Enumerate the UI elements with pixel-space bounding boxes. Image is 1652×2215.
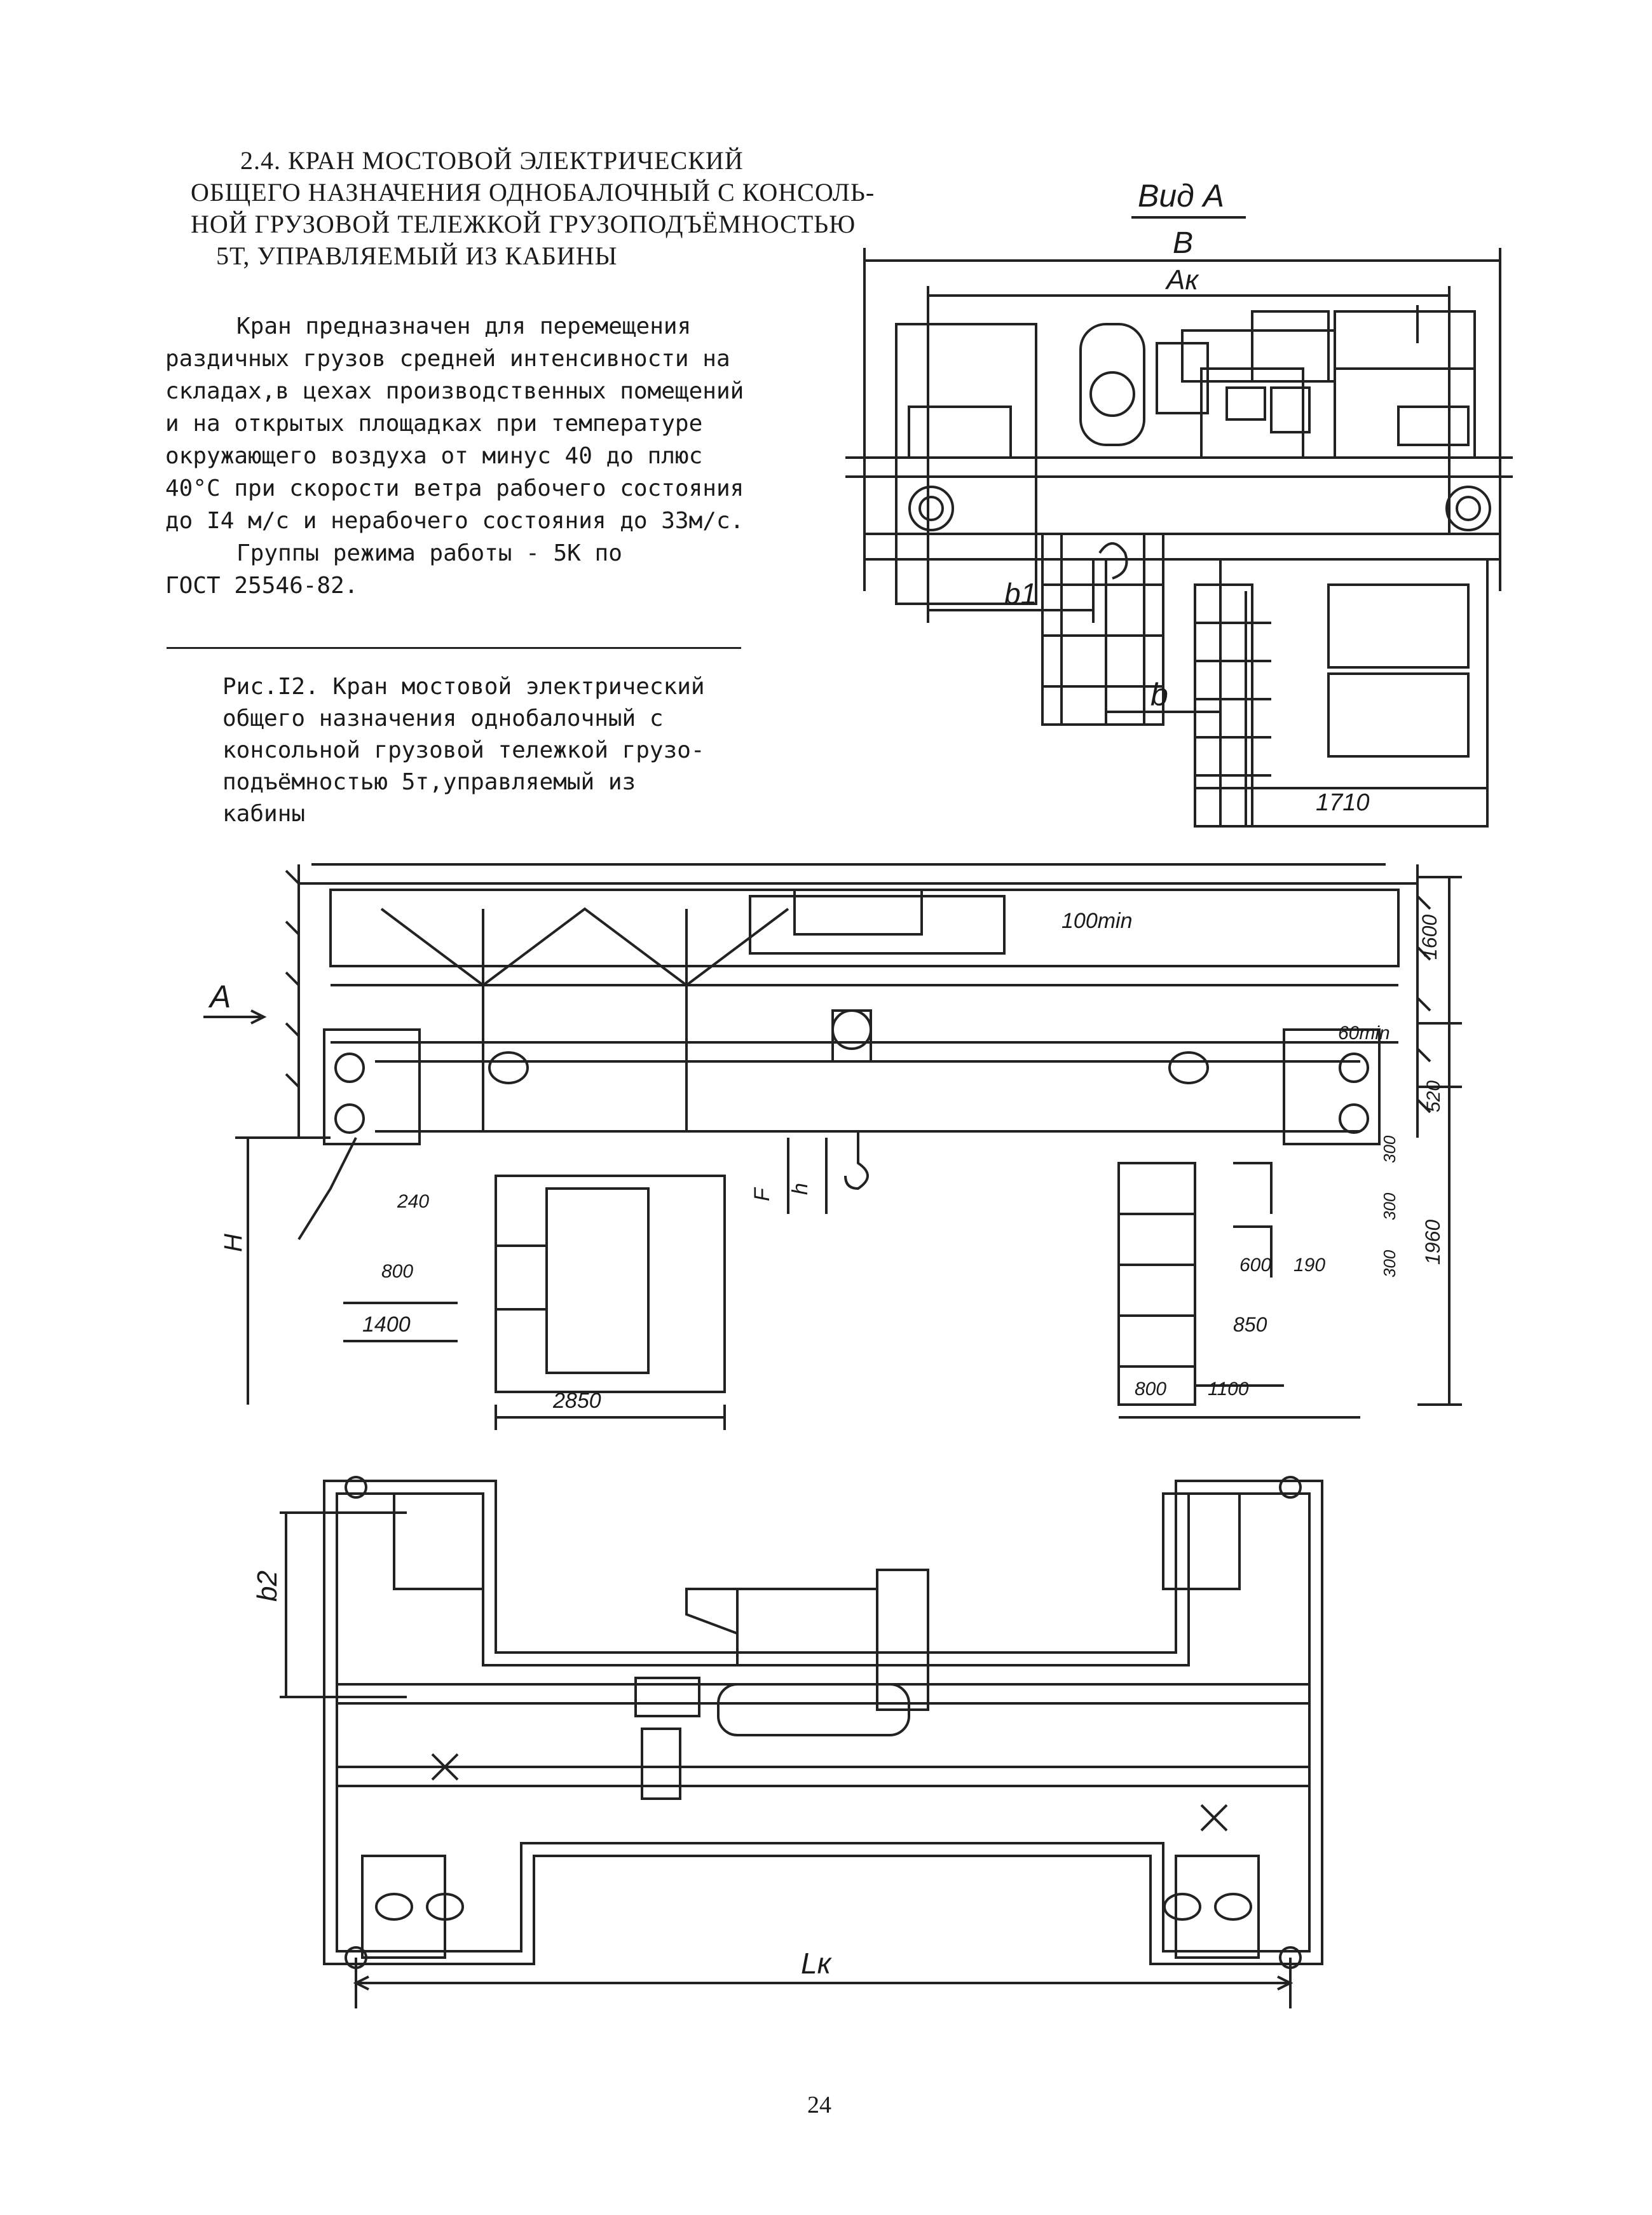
dim-300b: 300 [1380,1192,1399,1220]
dim-1400: 1400 [362,1312,411,1337]
description-line: раздичных грузов средней интенсивности н… [165,346,730,372]
heading-line-2: ОБЩЕГО НАЗНАЧЕНИЯ ОДНОБАЛОЧНЫЙ С КОНСОЛЬ… [191,178,875,207]
description-line: Кран предназначен для перемещения [236,313,692,339]
dim-2850: 2850 [552,1389,601,1413]
dim-300a: 300 [1380,1135,1399,1163]
dim-f: F [750,1187,774,1201]
dim-520: 520 [1423,1080,1444,1112]
page-number: 24 [807,2092,831,2118]
caption-line: Рис.I2. Кран мостовой электрический [222,674,705,700]
dim-b-lower: b [1150,677,1168,712]
dim-h-lower: h [788,1183,812,1195]
dim-lk: Lк [801,1947,833,1980]
dim-1710: 1710 [1316,789,1370,816]
dim-800-right: 800 [1135,1379,1166,1400]
group-line-2: ГОСТ 25546-82. [165,573,358,599]
description-line: до I4 м/с и нерабочего состояния до 33м/… [165,508,744,534]
description-text: Кран предназначен для перемещения раздич… [165,310,775,602]
caption-line: подъёмностью 5т,управляемый из [222,769,636,795]
dim-ak: Aк [1164,264,1199,296]
description-line: и на открытых площадках при температуре [165,411,703,437]
description-line: окружающего воздуха от минус 40 до плюс [165,443,703,469]
figure-caption: Рис.I2. Кран мостовой электрический обще… [222,671,744,830]
dim-b2: b2 [252,1571,283,1602]
caption-line: кабины [222,801,306,827]
heading-line-3: НОЙ ГРУЗОВОЙ ТЕЛЕЖКОЙ ГРУЗОПОДЪЁМНОСТЬЮ [191,210,856,238]
plan-view-drawing: b2 Lк [252,1476,1323,2008]
heading-line-4: 5Т, УПРАВЛЯЕМЫЙ ИЗ КАБИНЫ [216,242,618,270]
caption-line: консольной грузовой тележкой грузо- [222,737,705,763]
dim-h-upper: H [219,1234,247,1252]
dim-60min: 60min [1338,1023,1390,1044]
dim-850: 850 [1233,1313,1267,1336]
dim-800-left: 800 [381,1261,413,1282]
dim-1100: 1100 [1208,1379,1249,1400]
dim-240: 240 [397,1191,429,1212]
dim-100min: 100min [1062,909,1133,933]
dim-b1: b1 [1004,577,1037,610]
separator-rule [167,647,741,649]
dim-300c: 300 [1380,1250,1399,1278]
view-a-drawing: Вид А B Aк b1 b 1710 [845,178,1513,828]
dim-1960: 1960 [1421,1220,1444,1265]
dim-600: 600 [1239,1255,1271,1276]
heading-line-1: 2.4. КРАН МОСТОВОЙ ЭЛЕКТРИЧЕСКИЙ [240,146,744,175]
dim-b: B [1173,226,1193,260]
caption-line: общего назначения однобалочный с [222,705,664,732]
view-a-title: Вид А [1138,178,1224,214]
group-line-1: Группы режима работы - 5К по [236,540,622,566]
description-line: 40°С при скорости ветра рабочего состоян… [165,475,744,501]
dim-190: 190 [1294,1255,1325,1276]
section-heading: 2.4. КРАН МОСТОВОЙ ЭЛЕКТРИЧЕСКИЙ ОБЩЕГО … [191,145,875,272]
front-view-drawing: A 100min 1600 60min 520 300 300 300 1960… [203,863,1462,1430]
arrow-a-label: A [208,979,231,1014]
dim-1600: 1600 [1418,915,1441,960]
description-line: складах,в цехах производственных помещен… [165,378,744,404]
